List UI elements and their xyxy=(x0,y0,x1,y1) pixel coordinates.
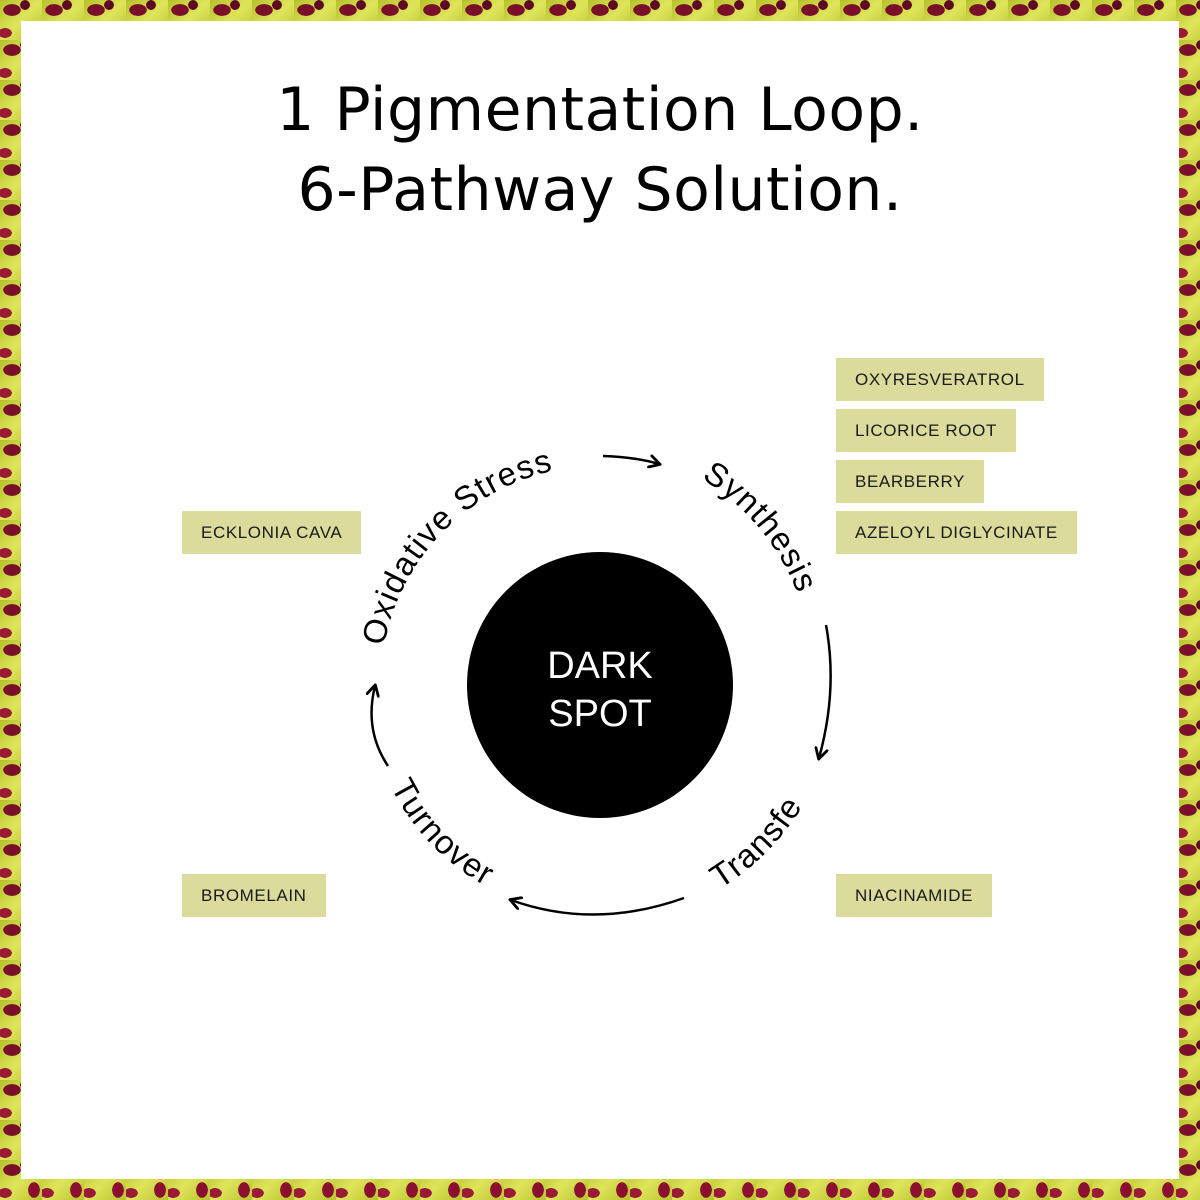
tag-niacinamide: NIACINAMIDE xyxy=(836,874,993,917)
tag-ecklonia-cava: ECKLONIA CAVA xyxy=(182,511,362,554)
tag-bearberry: BEARBERRY xyxy=(836,460,984,503)
page-title: 1 Pigmentation Loop. 6-Pathway Solution. xyxy=(0,70,1200,230)
tag-azeloyl-diglycinate: AZELOYL DIGLYCINATE xyxy=(836,511,1077,554)
center-label-line-2: SPOT xyxy=(548,693,651,735)
stage-label-turnover: Turnover xyxy=(384,772,501,893)
center-label-line-1: DARK xyxy=(547,645,653,687)
tag-bromelain: BROMELAIN xyxy=(182,874,326,917)
arrow-synthesis-to-transfer xyxy=(819,624,832,758)
title-line-2: 6-Pathway Solution. xyxy=(297,155,903,225)
tag-licorice-root: LICORICE ROOT xyxy=(836,409,1016,452)
arrow-oxidative-to-synthesis xyxy=(602,456,659,464)
dark-spot-circle xyxy=(467,552,733,818)
title-line-1: 1 Pigmentation Loop. xyxy=(276,75,924,145)
arrow-transfer-to-turnover xyxy=(511,898,685,916)
tag-oxyresveratrol: OXYRESVERATROL xyxy=(836,358,1044,401)
arrow-turnover-to-oxidative xyxy=(372,686,390,767)
stage-label-synthesis: Synthesis xyxy=(697,453,825,597)
